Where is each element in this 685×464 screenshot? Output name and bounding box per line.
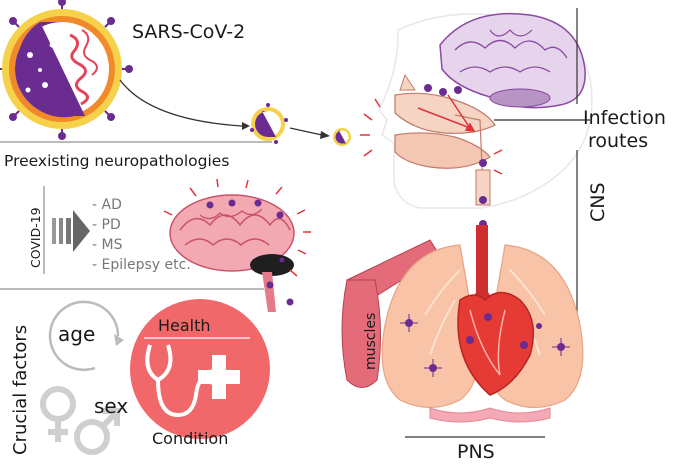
gender-symbols-icon [40,386,120,455]
age-label: age [58,322,95,346]
infection-routes-line1: Infection [583,107,666,129]
virus-small-icon [333,128,351,146]
pns-label: PNS [457,441,495,463]
preexisting-title: Preexisting neuropathologies [4,152,229,170]
heart-icon [457,291,535,396]
transmission-arrow [119,79,243,127]
transmission-arrowhead-2 [320,131,330,139]
sex-label: sex [94,394,128,418]
infection-route-arrows [417,94,476,132]
condition-item-pd: - PD [92,217,121,233]
condition-label: Condition [152,429,228,448]
cns-label: CNS [587,182,609,222]
health-label: Health [158,316,211,335]
health-condition-icon [130,299,270,439]
condition-item-ad: - AD [92,197,122,213]
condition-item-ms: - MS [92,237,123,253]
pns-inflammation-marks [400,314,570,377]
diaphragm-icon [429,407,551,423]
virus-name: SARS-CoV-2 [132,21,245,43]
brain-icon [439,12,586,109]
nasal-inflammation-marks [360,98,503,175]
covid-label: COVID-19 [28,207,43,268]
infection-routes-line2: routes [588,130,648,152]
age-cycle-icon [48,300,124,372]
transmission-arrow-2 [289,127,323,136]
transmission-arrowhead [242,122,250,130]
muscles-icon [341,239,441,388]
right-arrow-icon [52,210,90,252]
nasal-infection-sites [424,84,487,228]
pns-infection-sites [405,313,565,372]
virus-medium-icon [250,103,288,144]
infected-brain-icon [163,178,311,312]
condition-item-epilepsy: - Epilepsy etc. [92,257,191,273]
crucial-title: Crucial factors [10,325,31,455]
muscles-label: muscles [363,313,379,370]
virus-large-icon [0,0,133,140]
